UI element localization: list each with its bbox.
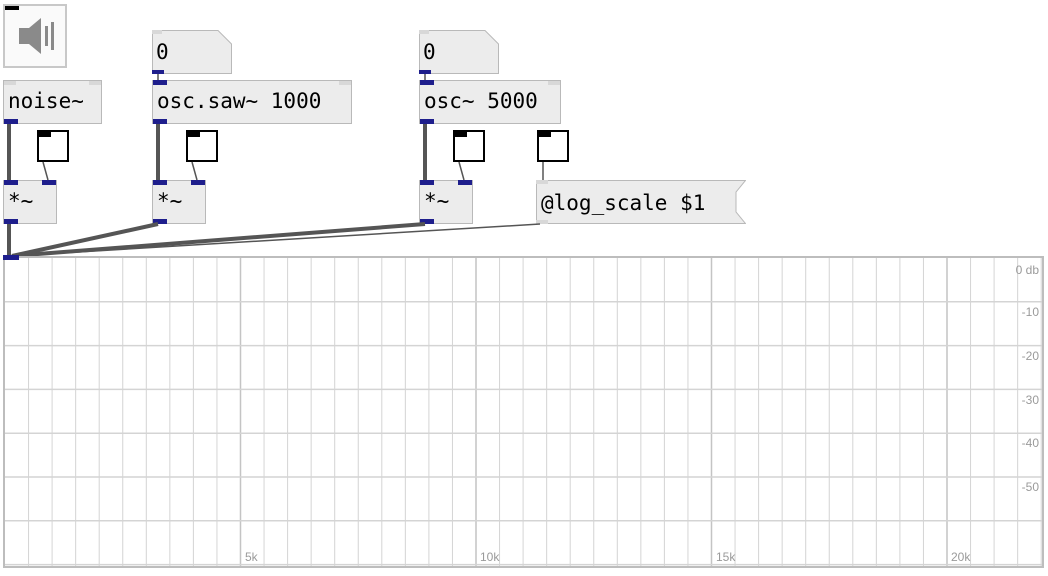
- number-box-1[interactable]: 0: [152, 30, 232, 74]
- object-multiply-1[interactable]: *~: [3, 180, 57, 224]
- toggle-2[interactable]: [186, 130, 218, 162]
- freq-label-15k: 15k: [716, 550, 736, 564]
- freq-label-5k: 5k: [245, 550, 258, 564]
- message-log-scale[interactable]: @log_scale $1: [536, 180, 746, 224]
- db-label-30: -30: [1021, 393, 1039, 407]
- outlet[interactable]: [153, 219, 167, 224]
- spectroscope-grid: [5, 258, 1042, 566]
- speaker-icon: [19, 18, 54, 54]
- toggle-3[interactable]: [453, 130, 485, 162]
- toggle-inlet: [39, 132, 51, 137]
- outlet[interactable]: [4, 119, 18, 124]
- db-label-10: -10: [1021, 305, 1039, 319]
- db-label-20: -20: [1021, 349, 1039, 363]
- inlet[interactable]: [153, 180, 167, 185]
- number-box-2-value: 0: [423, 40, 436, 64]
- freq-label-20k: 20k: [951, 550, 971, 564]
- object-osc-saw-label: osc.saw~ 1000: [157, 89, 322, 113]
- db-label-0: 0 db: [1015, 263, 1039, 277]
- number-box-2-shape: [419, 30, 499, 74]
- object-multiply-2[interactable]: *~: [152, 180, 206, 224]
- inlet: [548, 81, 560, 85]
- inlet[interactable]: [153, 80, 167, 85]
- freq-label-10k: 10k: [480, 550, 500, 564]
- toggle-inlet: [455, 132, 467, 137]
- object-osc[interactable]: osc~ 5000: [419, 80, 561, 124]
- object-multiply-2-label: *~: [157, 189, 183, 213]
- number-box-1-value: 0: [156, 40, 169, 64]
- message-label: @log_scale $1: [541, 191, 706, 215]
- object-osc-saw[interactable]: osc.saw~ 1000: [152, 80, 352, 124]
- object-osc-label: osc~ 5000: [424, 89, 538, 113]
- outlet[interactable]: [420, 219, 434, 224]
- object-multiply-1-label: *~: [8, 189, 34, 213]
- object-multiply-3[interactable]: *~: [419, 180, 473, 224]
- toggle-4[interactable]: [537, 130, 569, 162]
- db-label-50: -50: [1021, 480, 1039, 494]
- dsp-corner-marker: [5, 6, 19, 10]
- outlet[interactable]: [420, 119, 434, 124]
- number-box-1-shape: [152, 30, 232, 74]
- inlet: [4, 81, 16, 85]
- inlet[interactable]: [3, 255, 19, 260]
- toggle-inlet: [539, 132, 551, 137]
- number-box-2[interactable]: 0: [419, 30, 499, 74]
- outlet[interactable]: [153, 119, 167, 124]
- dsp-toggle[interactable]: [3, 4, 67, 68]
- inlet[interactable]: [458, 180, 472, 185]
- object-multiply-3-label: *~: [424, 189, 450, 213]
- object-noise-label: noise~: [8, 89, 84, 113]
- inlet[interactable]: [420, 180, 434, 185]
- object-noise[interactable]: noise~: [3, 80, 102, 124]
- inlet[interactable]: [42, 180, 56, 185]
- inlet[interactable]: [420, 80, 434, 85]
- db-label-40: -40: [1021, 436, 1039, 450]
- inlet: [89, 81, 101, 85]
- inlet[interactable]: [191, 180, 205, 185]
- toggle-1[interactable]: [37, 130, 69, 162]
- spectroscope[interactable]: 0 db -10 -20 -30 -40 -50 5k 10k 15k 20k: [3, 255, 1044, 568]
- inlet[interactable]: [4, 180, 18, 185]
- toggle-inlet: [188, 132, 200, 137]
- inlet: [339, 81, 351, 85]
- outlet[interactable]: [4, 219, 18, 224]
